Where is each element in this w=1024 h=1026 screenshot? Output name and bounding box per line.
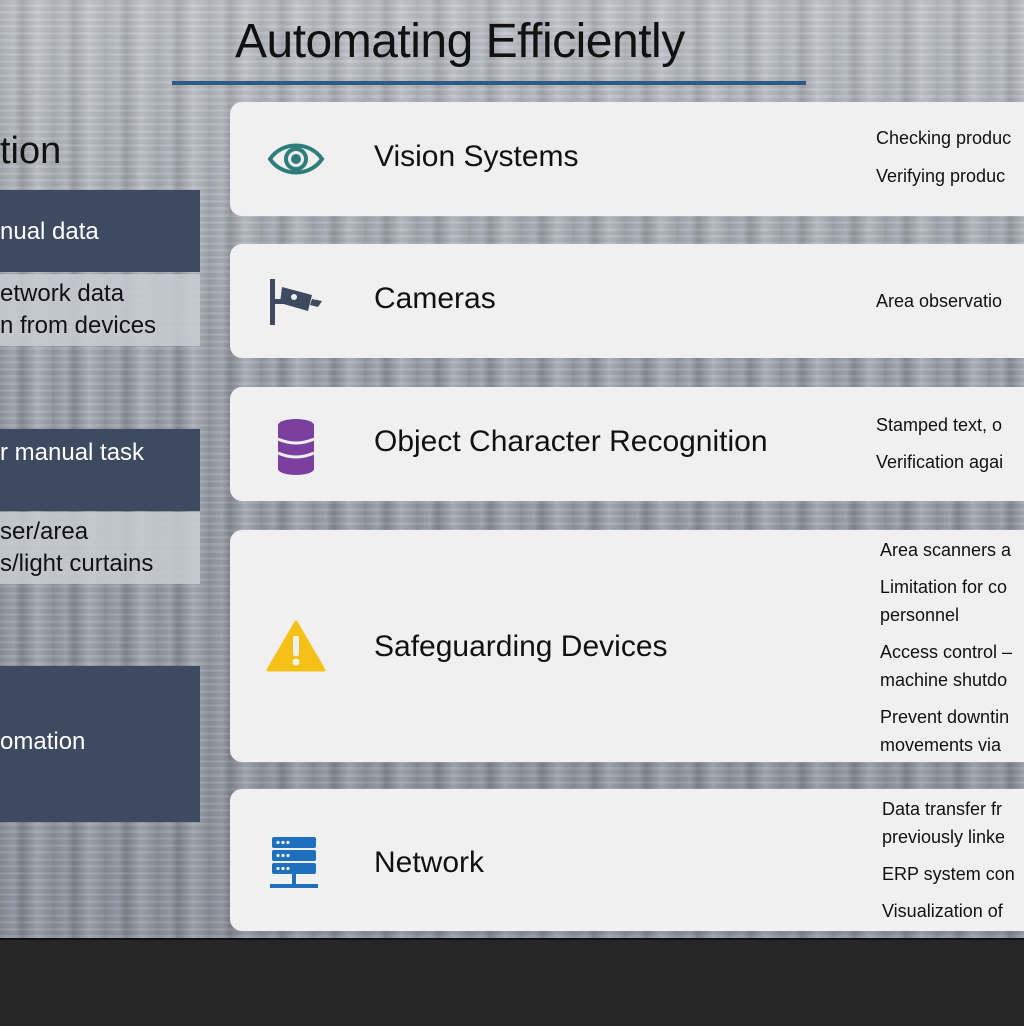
- card-vision-systems-label: Vision Systems: [374, 140, 579, 173]
- warning-icon: [266, 620, 326, 672]
- card-ocr-label: Object Character Recognition: [374, 425, 768, 458]
- desc-line: Visualization of: [882, 901, 1003, 921]
- server-icon: [270, 837, 318, 888]
- card-network[interactable]: Network Data transfer fr previously link…: [230, 789, 1024, 931]
- desc-line: Verification agai: [876, 452, 1004, 472]
- desc-line: machine shutdo: [880, 670, 1008, 690]
- card-network-label: Network: [374, 846, 485, 879]
- desc-line: movements via: [880, 735, 1002, 755]
- desc-line: Prevent downtin: [880, 707, 1010, 727]
- left-box-3-text: r manual task: [0, 439, 145, 466]
- card-safeguarding-desc: Area scanners a Limitation for co person…: [880, 536, 1012, 759]
- desc-line: Verifying produc: [876, 166, 1006, 186]
- desc-line: Access control –: [880, 642, 1013, 662]
- left-box-5-text: omation: [0, 728, 86, 755]
- security-camera-icon: [270, 279, 322, 325]
- bottom-bar: [0, 938, 1024, 1026]
- left-box-2-line2: n from devices: [0, 312, 157, 339]
- card-network-desc: Data transfer fr previously linke ERP sy…: [882, 795, 1015, 925]
- card-safeguarding-label: Safeguarding Devices: [374, 630, 668, 663]
- left-panel-heading: tion: [0, 130, 62, 172]
- left-box-4: ser/area s/light curtains: [0, 512, 200, 584]
- card-vision-systems[interactable]: Vision Systems Checking produc Verifying…: [230, 102, 1024, 216]
- card-object-character-recognition[interactable]: Object Character Recognition Stamped tex…: [230, 387, 1024, 501]
- left-box-2-line1: etwork data: [0, 280, 125, 307]
- desc-line: ERP system con: [882, 864, 1015, 884]
- left-box-4-line1: ser/area: [0, 518, 89, 545]
- title-underline: [172, 81, 806, 85]
- left-box-1-text: nual data: [0, 218, 99, 245]
- desc-line: Limitation for co: [880, 577, 1008, 597]
- left-box-1: nual data: [0, 190, 200, 272]
- card-vision-systems-desc: Checking produc Verifying produc: [876, 124, 1011, 190]
- left-box-5: omation: [0, 666, 200, 822]
- desc-line: Data transfer fr: [882, 799, 1003, 819]
- desc-line: Stamped text, o: [876, 415, 1003, 435]
- card-ocr-desc: Stamped text, o Verification agai: [876, 411, 1003, 476]
- left-box-2: etwork data n from devices: [0, 274, 200, 346]
- card-cameras-label: Cameras: [374, 282, 496, 315]
- slide-canvas: Automating Efficiently tion nual data et…: [0, 0, 1024, 938]
- desc-line: previously linke: [882, 827, 1006, 847]
- left-box-3: r manual task: [0, 429, 200, 511]
- card-cameras[interactable]: Cameras Area observatio: [230, 244, 1024, 358]
- card-safeguarding-devices[interactable]: Safeguarding Devices Area scanners a Lim…: [230, 530, 1024, 762]
- database-icon: [277, 419, 315, 475]
- left-box-4-line2: s/light curtains: [0, 550, 154, 577]
- desc-line: Area scanners a: [880, 540, 1012, 560]
- desc-line: personnel: [880, 605, 960, 625]
- slide-title: Automating Efficiently: [235, 15, 685, 68]
- desc-line: Checking produc: [876, 128, 1012, 148]
- eye-icon: [267, 143, 325, 175]
- desc-line: Area observatio: [876, 291, 1003, 311]
- card-cameras-desc: Area observatio: [876, 287, 1002, 315]
